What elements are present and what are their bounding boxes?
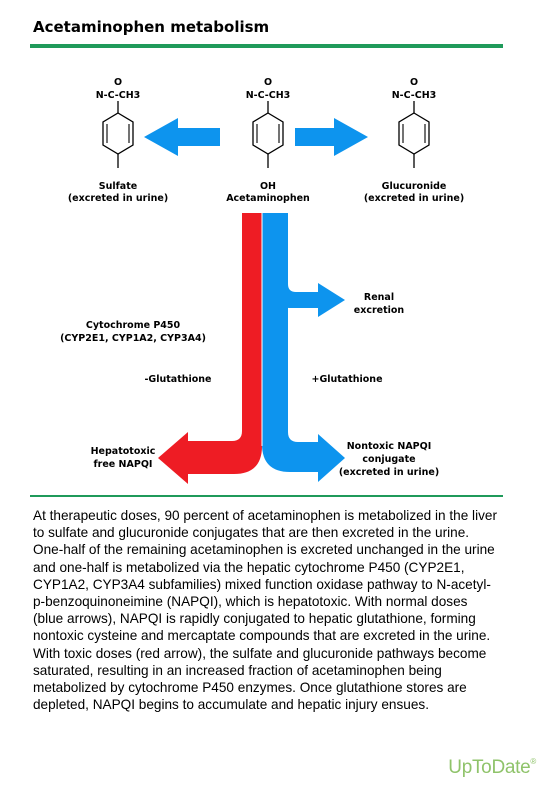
description-text: At therapeutic doses, 90 percent of acet…: [33, 508, 497, 713]
acetaminophen-label: Acetaminophen: [226, 193, 310, 204]
renal-label: Renal: [364, 292, 394, 303]
nontoxic-napqi-label: Nontoxic NAPQI: [347, 441, 432, 452]
section-divider: [30, 495, 503, 497]
registered-mark: ®: [530, 757, 536, 766]
hydroxyl-label: OH: [260, 181, 276, 192]
conjugate-label: conjugate: [362, 454, 415, 465]
logo-text: UpToDate: [448, 757, 531, 778]
uptodate-logo: UpToDate®: [448, 757, 536, 779]
sulfate-group-label: N-C-CH3: [96, 90, 141, 101]
sulfate-molecule: O N-C-CH3 Sulfate (excreted in urine): [68, 77, 168, 204]
acetaminophen-oxygen-label: O: [264, 77, 272, 88]
arrow-to-sulfate: [144, 118, 220, 156]
metabolism-diagram: O N-C-CH3 Sulfate (excreted in urine) O …: [60, 77, 464, 484]
glucuronide-group-label: N-C-CH3: [392, 90, 437, 101]
free-napqi-label: free NAPQI: [94, 459, 153, 470]
sulfate-note: (excreted in urine): [68, 193, 168, 204]
arrow-hepatotoxic-napqi: [158, 213, 262, 484]
sulfate-label: Sulfate: [99, 181, 137, 192]
excretion-label: excretion: [354, 305, 405, 316]
hepatotoxic-label: Hepatotoxic: [91, 446, 156, 457]
acetaminophen-molecule: O N-C-CH3 OH Acetaminophen: [226, 77, 310, 204]
glucuronide-molecule: O N-C-CH3 Glucuronide (excreted in urine…: [364, 77, 464, 204]
sulfate-oxygen-label: O: [114, 77, 122, 88]
glucuronide-oxygen-label: O: [410, 77, 418, 88]
cyp450-subfamilies: (CYP2E1, CYP1A2, CYP3A4): [60, 333, 206, 344]
glucuronide-note: (excreted in urine): [364, 193, 464, 204]
page-title: Acetaminophen metabolism: [33, 18, 270, 36]
minus-glutathione-label: -Glutathione: [144, 374, 211, 385]
arrow-nontoxic-conjugate: [262, 250, 345, 482]
acetaminophen-group-label: N-C-CH3: [246, 90, 291, 101]
cyp450-label: Cytochrome P450: [86, 320, 181, 331]
excreted-in-urine-label: (excreted in urine): [339, 467, 439, 478]
arrow-to-glucuronide: [295, 118, 368, 156]
plus-glutathione-label: +Glutathione: [311, 374, 382, 385]
title-divider: [30, 44, 503, 48]
glucuronide-label: Glucuronide: [382, 181, 447, 192]
